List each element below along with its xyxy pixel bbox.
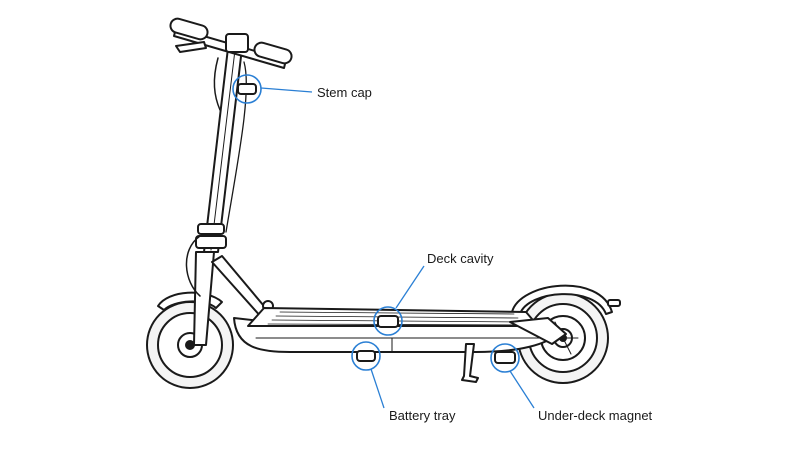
handlebar	[169, 17, 293, 233]
battery-tray-leader	[370, 368, 385, 409]
deck-cavity-hatch	[377, 315, 399, 328]
under-deck-magnet-ring	[490, 343, 520, 373]
stem-cap-ring	[232, 74, 262, 104]
leader-lines	[260, 87, 535, 409]
stem-cap-hatch	[237, 83, 257, 95]
stem-cap-label: Stem cap	[317, 85, 372, 100]
deck	[233, 307, 557, 353]
under-deck-magnet-leader	[509, 370, 535, 409]
under-deck-magnet-hatch	[494, 351, 516, 364]
under-deck-magnet-label: Under-deck magnet	[538, 408, 653, 423]
deck-cavity-label: Deck cavity	[427, 251, 494, 266]
battery-tray-ring	[351, 341, 381, 371]
callout-rings	[232, 74, 520, 373]
battery-tray-label: Battery tray	[389, 408, 456, 423]
deck-cavity-ring	[373, 306, 403, 336]
stem-cap-leader	[260, 87, 313, 93]
stem-clamp	[195, 235, 227, 249]
hatches	[237, 83, 516, 364]
kickstand	[461, 343, 479, 383]
scooter-illustration	[146, 17, 621, 389]
front-wheel	[146, 301, 234, 389]
deck-cavity-leader	[395, 265, 425, 309]
battery-tray-hatch	[356, 350, 376, 362]
rear-swing-arm	[509, 317, 567, 345]
rear-fender	[511, 284, 621, 315]
brake-cable	[185, 235, 201, 297]
